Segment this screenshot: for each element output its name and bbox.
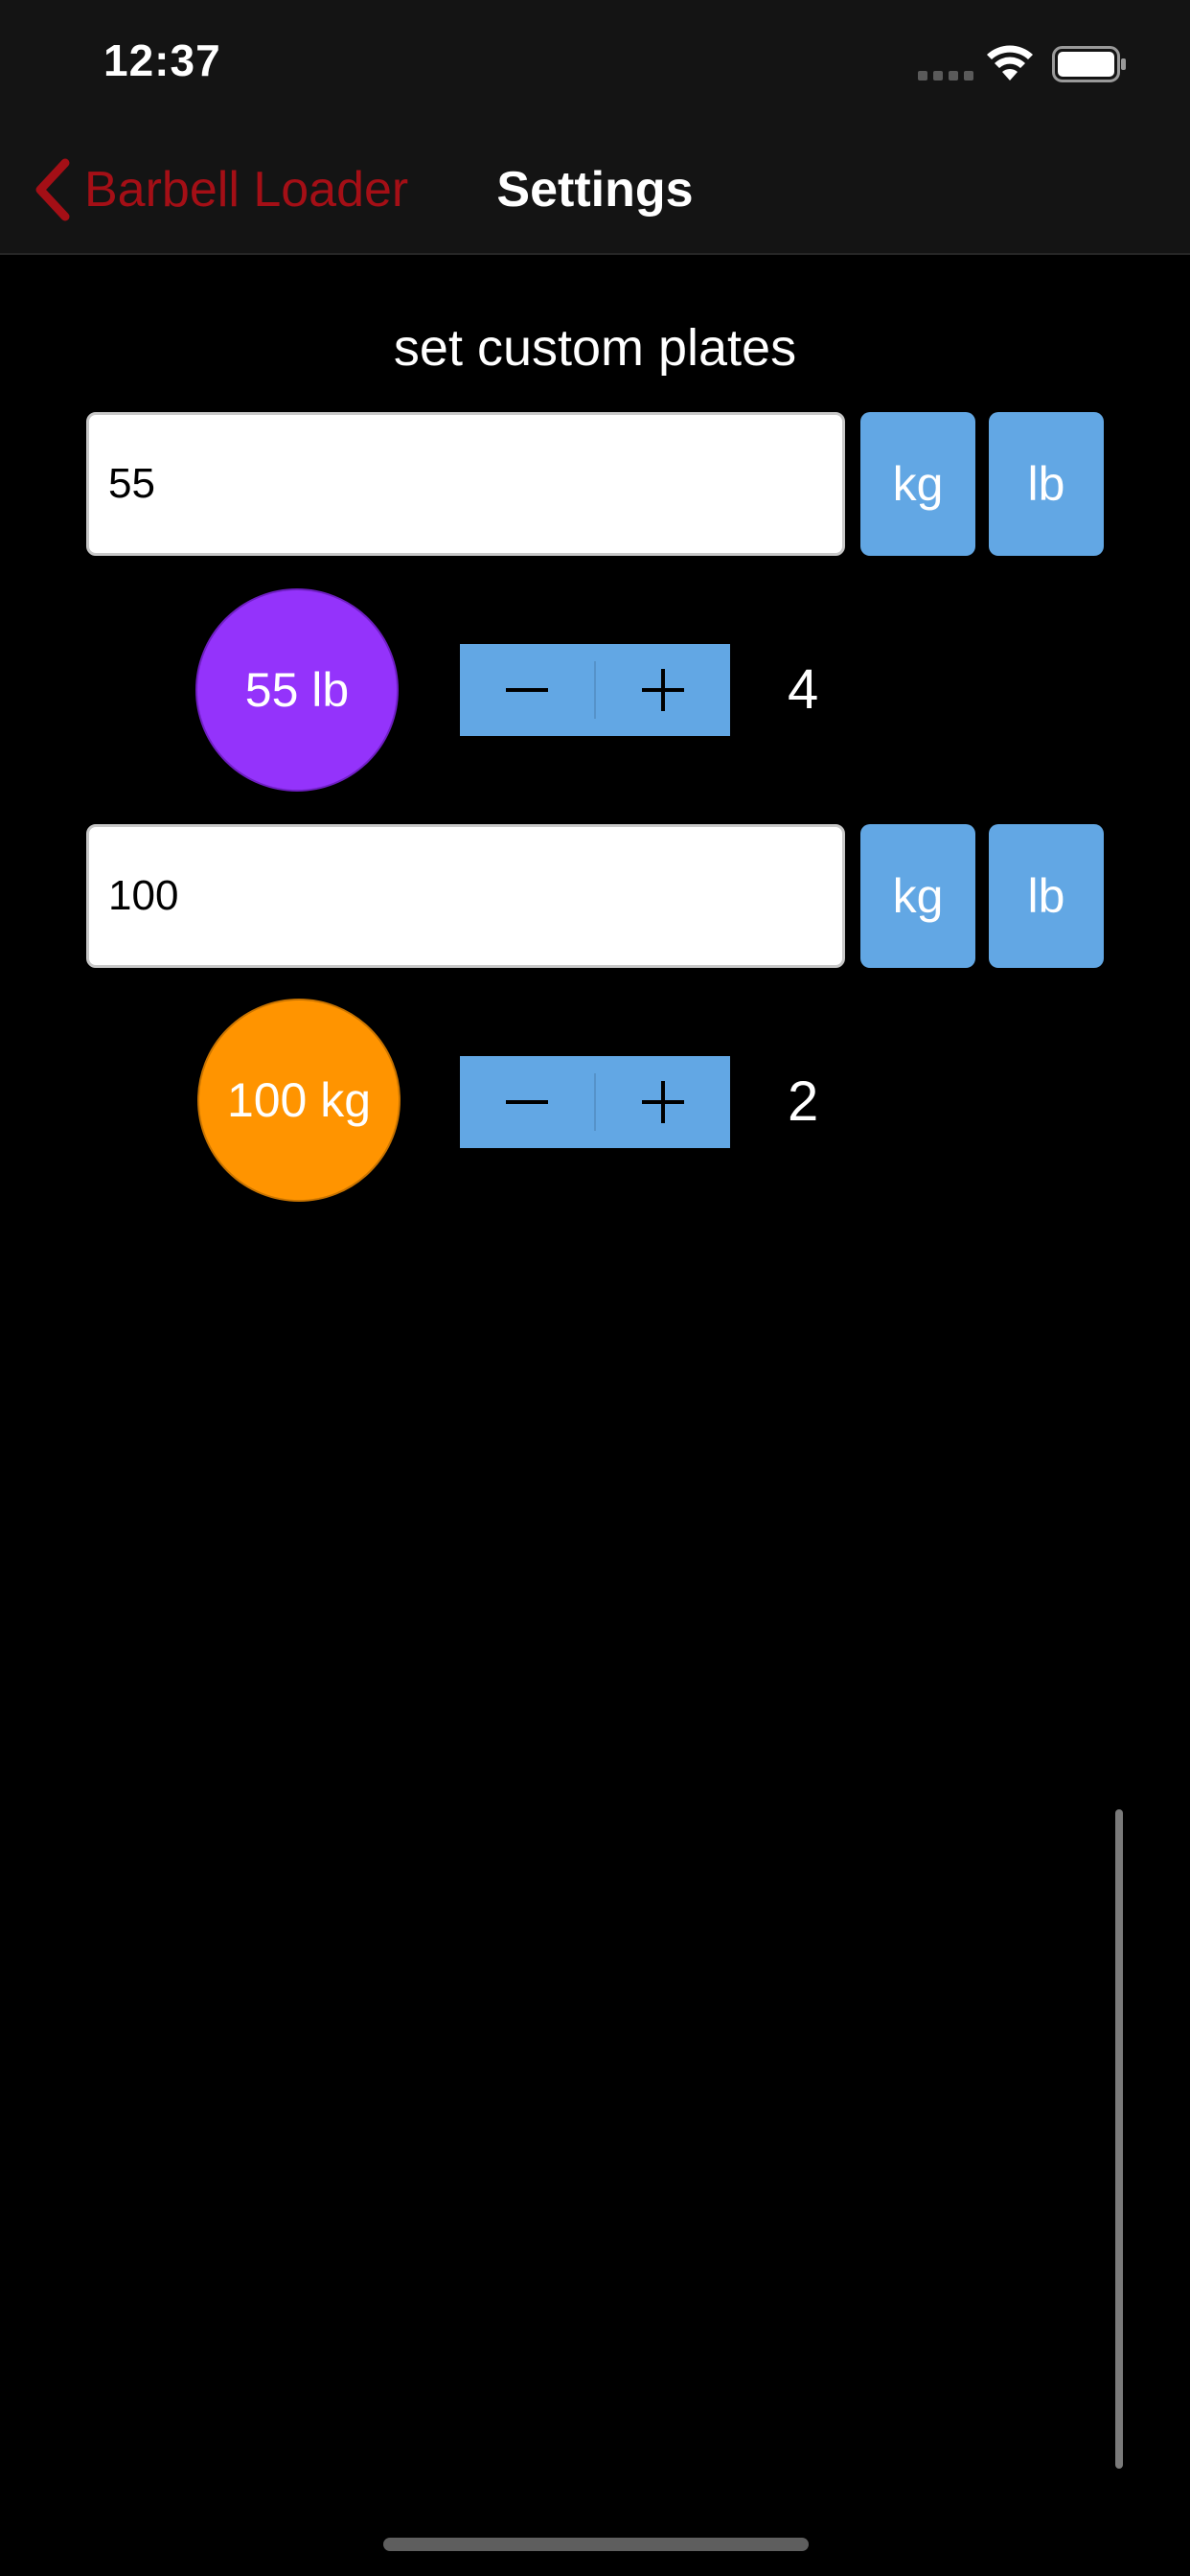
kg-button-1[interactable]: kg	[860, 412, 975, 556]
plate-preview-label: 100 kg	[226, 1073, 372, 1127]
vertical-scrollbar[interactable]	[1115, 1809, 1123, 2469]
cellular-signal-icon	[918, 71, 973, 80]
back-button[interactable]: Barbell Loader	[33, 155, 408, 224]
page-title: Settings	[496, 162, 694, 218]
status-bar: 12:37	[0, 0, 1190, 126]
navigation-bar: Barbell Loader Settings	[0, 126, 1190, 255]
decrement-button-1[interactable]	[460, 644, 594, 736]
lb-button-1[interactable]: lb	[989, 412, 1104, 556]
section-title: set custom plates	[393, 319, 797, 377]
chevron-left-icon	[35, 158, 70, 221]
lb-button-2[interactable]: lb	[989, 824, 1104, 968]
plate-weight-input-2[interactable]	[86, 824, 845, 968]
kg-button-2[interactable]: kg	[860, 824, 975, 968]
stepper-divider	[594, 661, 596, 719]
plate-preview-1: 55 lb	[195, 588, 399, 792]
decrement-button-2[interactable]	[460, 1056, 594, 1148]
plate-count-1: 4	[788, 658, 819, 721]
plate-count-stepper-1	[460, 644, 730, 736]
home-indicator[interactable]	[383, 2538, 809, 2551]
plus-icon	[641, 669, 684, 711]
minus-icon	[506, 1100, 548, 1104]
plate-preview-2: 100 kg	[197, 999, 400, 1202]
plate-count-stepper-2	[460, 1056, 730, 1148]
plus-icon	[641, 1081, 684, 1123]
stepper-divider	[594, 1073, 596, 1131]
plate-weight-input-1[interactable]	[86, 412, 845, 556]
increment-button-1[interactable]	[596, 644, 730, 736]
wifi-icon	[987, 45, 1033, 80]
minus-icon	[506, 688, 548, 692]
battery-icon	[1052, 46, 1126, 82]
plate-preview-label: 55 lb	[244, 663, 350, 717]
status-time: 12:37	[103, 35, 221, 85]
increment-button-2[interactable]	[596, 1056, 730, 1148]
plate-count-2: 2	[788, 1070, 819, 1133]
back-button-label: Barbell Loader	[84, 162, 409, 218]
